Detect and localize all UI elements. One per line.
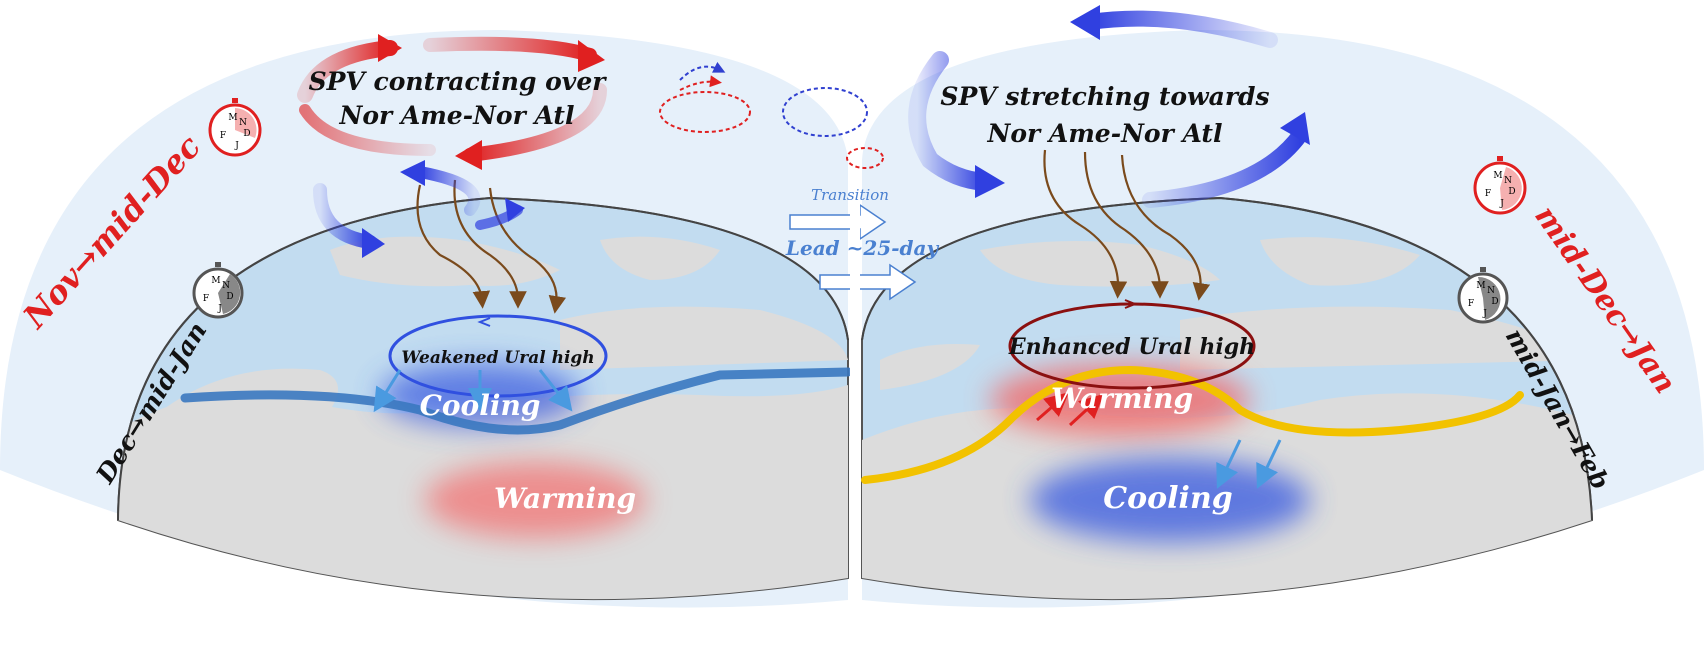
right-spv-title-line2: Nor Ame-Nor Atl <box>987 119 1223 148</box>
svg-text:J: J <box>217 304 222 314</box>
svg-text:M: M <box>211 276 220 286</box>
transition-label: Transition <box>811 186 889 204</box>
right-jet-stream <box>861 365 1524 484</box>
right-ural-arrow-icon <box>1124 299 1138 309</box>
right-wave-flux-arrows <box>1043 149 1211 301</box>
svg-text:N: N <box>1487 286 1495 296</box>
svg-text:F: F <box>203 294 209 304</box>
svg-text:J: J <box>234 141 239 151</box>
left-cooling-label: Cooling <box>420 389 541 422</box>
left-ural-label: Weakened Ural high <box>401 348 594 368</box>
svg-text:D: D <box>226 292 233 302</box>
left-warming-blob <box>425 462 645 538</box>
center-dotted-circulation <box>659 61 884 169</box>
svg-text:J: J <box>1499 199 1504 209</box>
left-ural-high-ellipse <box>388 314 608 398</box>
svg-text:F: F <box>1468 299 1474 309</box>
lead-label: Lead ~25-day <box>785 236 940 260</box>
left-jet-stream <box>180 367 853 435</box>
left-spv-title-line1: SPV contracting over <box>309 67 608 96</box>
clock-icon-left-red: M N D J F <box>208 98 262 157</box>
clock-icon-left-gray: M N D J F <box>192 262 244 319</box>
right-spv-blue-arrows <box>908 5 1310 208</box>
left-descent-arrows <box>373 369 573 413</box>
left-wave-flux-arrows <box>416 179 567 314</box>
clock-icon-right-red: M N D J F <box>1473 156 1527 215</box>
left-warming-label: Warming <box>494 482 636 515</box>
svg-text:F: F <box>1485 189 1491 199</box>
svg-text:D: D <box>1491 297 1498 307</box>
left-spv-blue-arrows <box>313 160 525 258</box>
left-spv-red-arrows <box>297 34 607 170</box>
right-cold-advection-arrows <box>1216 439 1282 489</box>
svg-text:M: M <box>228 113 237 123</box>
svg-text:N: N <box>1504 176 1512 186</box>
svg-text:M: M <box>1476 281 1485 291</box>
clock-icon-right-gray: M N D J F <box>1457 267 1509 324</box>
right-ural-label: Enhanced Ural high <box>1008 334 1255 360</box>
svg-text:N: N <box>239 118 247 128</box>
svg-text:D: D <box>243 129 250 139</box>
right-spv-title-line1: SPV stretching towards <box>940 82 1269 111</box>
right-cooling-label: Cooling <box>1103 481 1232 516</box>
right-warming-label: Warming <box>1051 382 1193 415</box>
svg-text:N: N <box>222 281 230 291</box>
svg-text:F: F <box>220 131 226 141</box>
right-warm-advection-arrows <box>1036 392 1104 427</box>
svg-text:J: J <box>1482 309 1487 319</box>
svg-text:M: M <box>1493 171 1502 181</box>
svg-text:D: D <box>1508 187 1515 197</box>
right-ural-high-ellipse <box>1008 302 1256 390</box>
left-spv-title-line2: Nor Ame-Nor Atl <box>339 101 575 130</box>
transition-arrows <box>789 203 917 301</box>
right-cooling-blob <box>1030 458 1310 542</box>
left-ural-arrow-icon <box>477 317 491 327</box>
